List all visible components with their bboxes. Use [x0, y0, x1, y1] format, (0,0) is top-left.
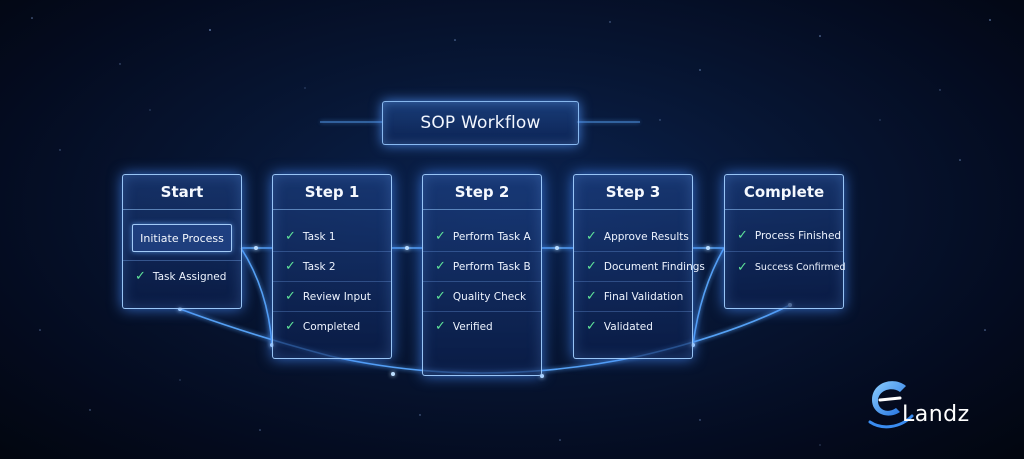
item-label: Success Confirmed: [754, 262, 846, 273]
check-icon: ✓: [737, 228, 748, 243]
check-icon: ✓: [586, 319, 597, 334]
card-start: Start Initiate Process ✓ Task Assigned: [122, 174, 242, 309]
card-complete: Complete ✓ Process Finished ✓ Success Conf…: [724, 174, 846, 309]
item-label: Perform Task A: [452, 230, 531, 243]
list-item: ✓ Quality Check: [423, 282, 541, 312]
check-icon: ✓: [285, 319, 296, 334]
item-label: Task 1: [302, 230, 336, 243]
logo-text: Landz: [902, 402, 970, 427]
check-icon: ✓: [737, 260, 748, 275]
check-icon: ✓: [285, 229, 296, 244]
card-title: Start: [123, 175, 241, 210]
card-title: Step 1: [273, 175, 391, 210]
list-item: ✓ Final Validation: [574, 282, 692, 312]
check-icon: ✓: [285, 259, 296, 274]
card-step-1: Step 1 ✓ Task 1 ✓ Task 2 ✓ Review Input ✓ Co…: [272, 174, 392, 359]
item-label: Review Input: [302, 290, 371, 303]
landz-logo-icon: [868, 381, 914, 429]
list-item: ✓ Completed: [273, 312, 391, 341]
landz-logo: Landz: [866, 376, 996, 432]
list-item: ✓ Perform Task B: [423, 252, 541, 282]
item-label: Process Finished: [754, 229, 842, 242]
list-item: ✓ Task 1: [273, 222, 391, 252]
check-icon: ✓: [586, 259, 597, 274]
list-item: ✓ Success Confirmed: [725, 252, 846, 283]
check-icon: ✓: [586, 229, 597, 244]
list-item: ✓ Task Assigned: [123, 260, 241, 292]
list-item: ✓ Verified: [423, 312, 541, 341]
list-item: ✓ Review Input: [273, 282, 391, 312]
card-step-3: Step 3 ✓ Approve Results ✓ Document Findin…: [573, 174, 705, 359]
list-item: ✓ Process Finished: [725, 220, 843, 252]
card-step-2: Step 2 ✓ Perform Task A ✓ Perform Task B ✓…: [422, 174, 542, 376]
initiate-process-button[interactable]: Initiate Process: [132, 224, 232, 252]
card-title: Step 3: [574, 175, 692, 210]
item-label: Approve Results: [603, 230, 689, 243]
check-icon: ✓: [586, 289, 597, 304]
item-label: Document Findings: [603, 260, 705, 273]
check-icon: ✓: [435, 229, 446, 244]
card-title: Step 2: [423, 175, 541, 210]
item-label: Task 2: [302, 260, 336, 273]
item-label: Validated: [603, 320, 653, 333]
item-label: Verified: [452, 320, 493, 333]
item-label: Quality Check: [452, 290, 527, 303]
check-icon: ✓: [285, 289, 296, 304]
item-label: Perform Task B: [452, 260, 531, 273]
check-icon: ✓: [435, 289, 446, 304]
workflow-title: SOP Workflow: [382, 101, 579, 145]
check-icon: ✓: [435, 319, 446, 334]
list-item: ✓ Document Findings: [574, 252, 705, 282]
list-item: ✓ Approve Results: [574, 222, 692, 252]
item-label: Task Assigned: [152, 270, 227, 283]
check-icon: ✓: [135, 269, 146, 284]
card-title: Complete: [725, 175, 843, 210]
list-item: ✓ Perform Task A: [423, 222, 541, 252]
list-item: ✓ Validated: [574, 312, 692, 341]
check-icon: ✓: [435, 259, 446, 274]
item-label: Final Validation: [603, 290, 684, 303]
item-label: Completed: [302, 320, 361, 333]
list-item: ✓ Task 2: [273, 252, 391, 282]
